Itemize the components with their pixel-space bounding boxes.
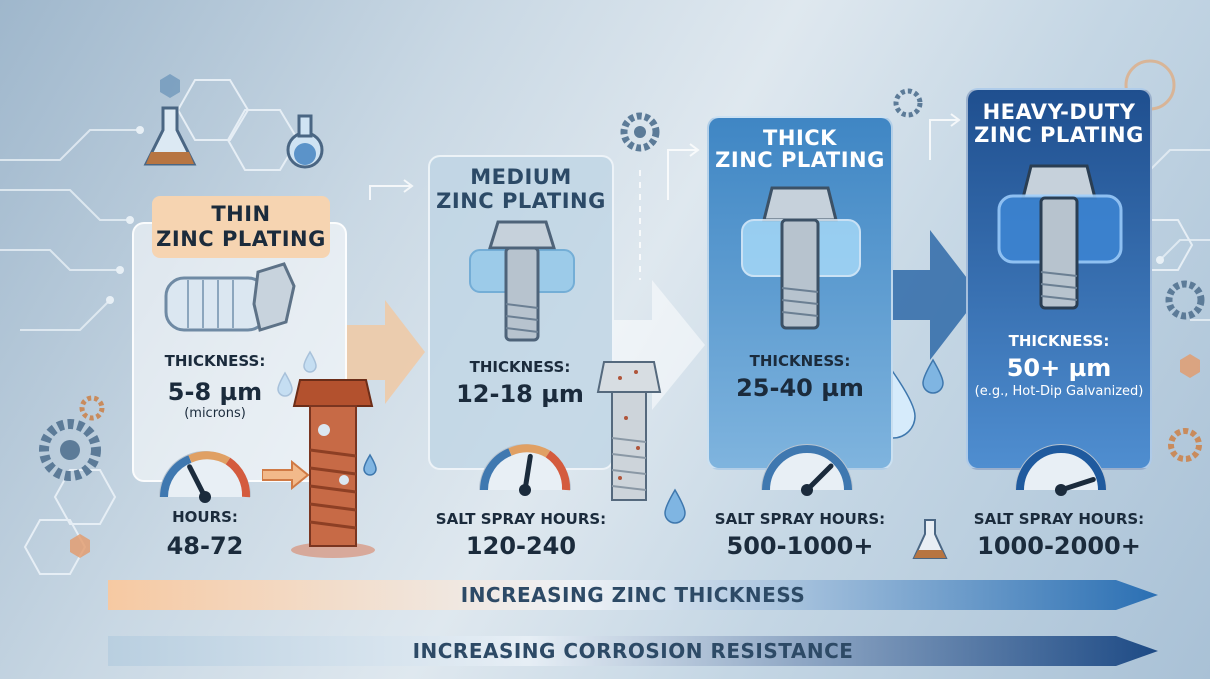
hours-label: SALT SPRAY HOURS: <box>435 510 607 528</box>
thickness-note: (microns) <box>184 406 246 421</box>
thickness-value: 25-40 µm <box>736 374 864 402</box>
title-line-1: THIN <box>211 202 271 226</box>
title-line-2: ZINC PLATING <box>715 148 885 172</box>
thickness-value: 12-18 µm <box>456 380 584 408</box>
card-thin-title-box: THIN ZINC PLATING <box>152 196 330 258</box>
gear-icon <box>39 59 1205 481</box>
gauge-icon <box>761 444 853 496</box>
title-line-2: ZINC PLATING <box>974 123 1144 147</box>
bolt-icon <box>997 164 1123 310</box>
title-line-2: ZINC PLATING <box>436 189 606 213</box>
hours-value: 48-72 <box>166 532 244 560</box>
thickness-label: THICKNESS: <box>1008 332 1110 350</box>
gauge-icon <box>159 451 251 503</box>
zinc-thickness-label: INCREASING ZINC THICKNESS <box>460 583 806 607</box>
flask-icon <box>143 106 948 559</box>
title-line-1: MEDIUM <box>470 165 572 189</box>
arrow-to-rusty-bolt <box>262 460 310 490</box>
thickness-label: THICKNESS: <box>749 352 851 370</box>
hours-label: HOURS: <box>172 508 238 526</box>
rusty-bolt-icon <box>291 379 375 558</box>
hours-value: 500-1000+ <box>726 532 874 560</box>
corrosion-resistance-bar: INCREASING CORROSION RESISTANCE <box>108 636 1158 666</box>
corrosion-resistance-label: INCREASING CORROSION RESISTANCE <box>412 639 854 663</box>
partly-rusted-bolt-icon <box>596 361 662 501</box>
bolt-icon <box>741 186 861 330</box>
gauge-icon <box>479 444 571 496</box>
title-line-1: THICK <box>763 126 837 150</box>
bolt-icon <box>469 220 575 342</box>
hours-label: SALT SPRAY HOURS: <box>714 510 886 528</box>
gauge-icon <box>1015 444 1107 496</box>
thickness-label: THICKNESS: <box>469 358 571 376</box>
title-line-1: HEAVY-DUTY <box>982 100 1136 124</box>
card-heavy-duty-zinc: HEAVY-DUTY ZINC PLATING <box>966 88 1152 470</box>
hours-label: SALT SPRAY HOURS: <box>973 510 1145 528</box>
hours-value: 120-240 <box>465 532 577 560</box>
thickness-label: THICKNESS: <box>164 352 266 370</box>
thickness-note: (e.g., Hot-Dip Galvanized) <box>974 384 1144 399</box>
zinc-thickness-bar: INCREASING ZINC THICKNESS <box>108 580 1158 610</box>
hours-value: 1000-2000+ <box>977 532 1141 560</box>
bolt-icon <box>164 262 296 332</box>
thickness-value: 5-8 µm <box>167 378 263 406</box>
title-line-2: ZINC PLATING <box>156 227 326 251</box>
thickness-value: 50+ µm <box>1006 354 1112 382</box>
